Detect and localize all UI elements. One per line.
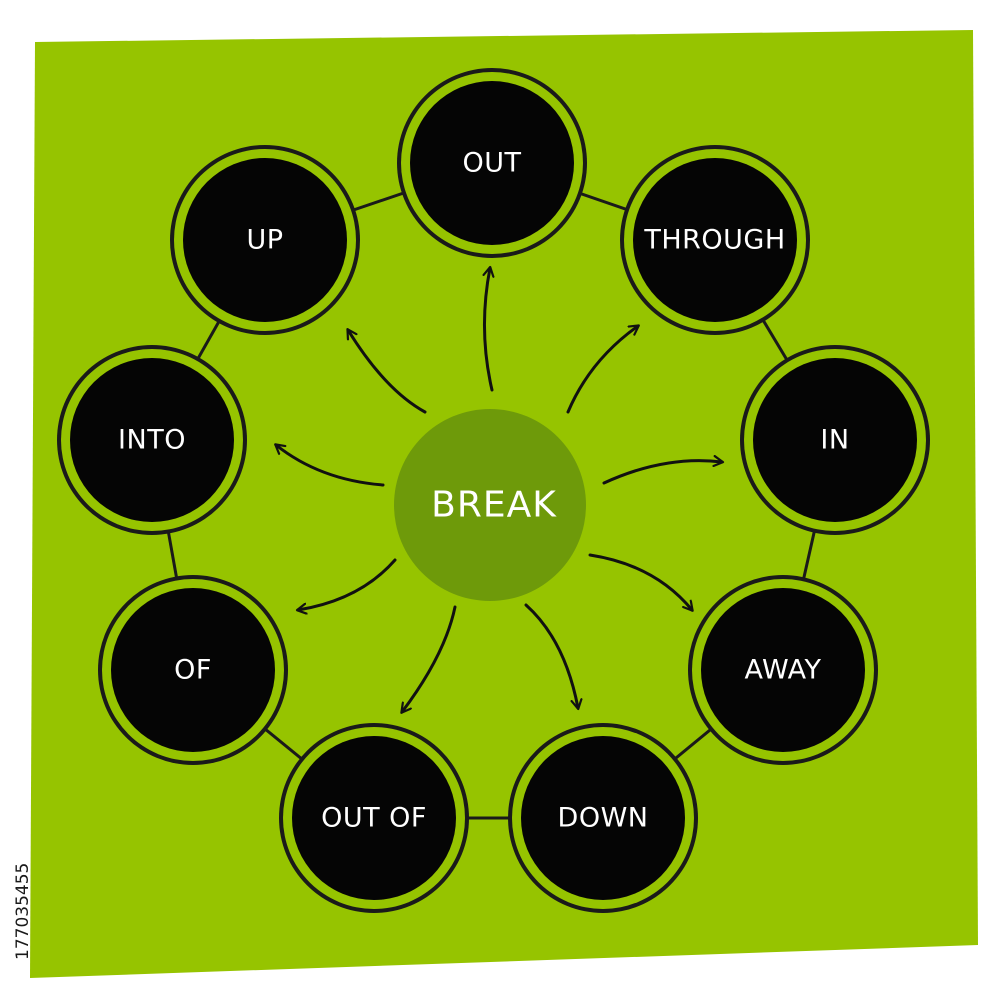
outer-nodes: OUT THROUGH IN AWAY DOWN OUT OF — [57, 68, 930, 913]
node-down: DOWN — [508, 723, 698, 913]
arrow-to-up — [348, 330, 427, 414]
node-label-out: OUT — [462, 148, 521, 179]
arrow-to-of — [298, 558, 397, 610]
arrow-to-down — [524, 603, 578, 708]
arrow-to-out — [484, 268, 492, 392]
node-out-of: OUT OF — [279, 723, 469, 913]
center-label: BREAK — [431, 485, 557, 526]
node-label-away: AWAY — [744, 655, 821, 686]
node-of: OF — [98, 575, 288, 765]
arrow-to-through — [566, 326, 638, 414]
arrow-to-away — [588, 553, 692, 610]
node-label-down: DOWN — [558, 803, 649, 834]
node-out: OUT — [397, 68, 587, 258]
stock-id-text: 177035455 — [13, 863, 33, 960]
center-node-break: BREAK — [394, 409, 586, 601]
arrow-to-into — [276, 445, 385, 487]
node-away: AWAY — [688, 575, 878, 765]
node-in: IN — [740, 345, 930, 535]
node-label-in: IN — [820, 425, 849, 456]
node-label-up: UP — [246, 225, 283, 256]
node-label-of: OF — [174, 655, 212, 686]
node-up: UP — [170, 145, 360, 335]
center-arrows — [276, 268, 722, 712]
arrow-to-out-of — [402, 605, 457, 712]
node-label-into: INTO — [118, 425, 186, 456]
arrow-to-in — [602, 461, 722, 485]
node-into: INTO — [57, 345, 247, 535]
node-label-through: THROUGH — [643, 225, 785, 256]
node-through: THROUGH — [620, 145, 810, 335]
node-label-out-of: OUT OF — [321, 803, 427, 834]
